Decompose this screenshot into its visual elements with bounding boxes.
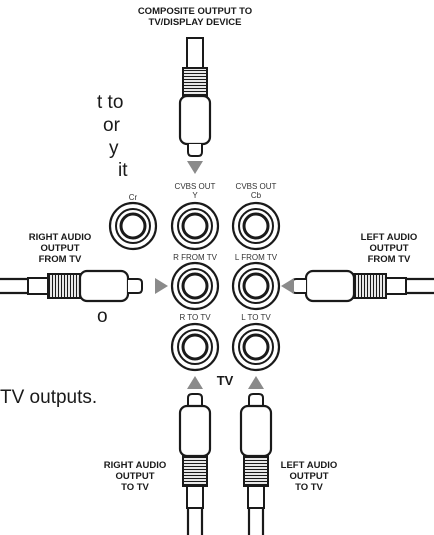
jack-r-to-tv — [170, 322, 220, 372]
plug-left-audio-to-tv — [239, 393, 273, 535]
body-text-line-6: TV outputs. — [0, 387, 98, 408]
jack-label-r-from-tv: R FROM TV — [173, 253, 217, 262]
plug-right-audio-to-tv — [178, 393, 212, 535]
body-text-line-3: y — [109, 138, 119, 159]
jack-l-to-tv — [231, 322, 281, 372]
arrow-up-right-to-tv — [187, 376, 203, 389]
body-text-line-4: it — [118, 160, 128, 181]
jack-label-r-to-tv: R TO TV — [179, 313, 211, 322]
tv-group-label: TV — [216, 373, 234, 388]
body-text-line-1: t to — [97, 92, 124, 113]
jack-cr — [108, 201, 158, 251]
jack-l-from-tv — [231, 261, 281, 311]
body-text-line-5: o — [97, 306, 108, 327]
jack-cvbs-cb — [231, 201, 281, 251]
body-text-line-2: or — [103, 115, 120, 136]
jack-cvbs-y — [170, 201, 220, 251]
arrow-down-composite — [187, 161, 203, 174]
plug-left-audio-from-tv — [291, 269, 434, 303]
jack-label-cr: Cr — [128, 193, 138, 202]
arrow-up-left-to-tv — [248, 376, 264, 389]
jack-r-from-tv — [170, 261, 220, 311]
jack-label-l-to-tv: L TO TV — [241, 313, 271, 322]
arrow-right-from-tv — [155, 278, 168, 294]
composite-plug — [178, 37, 212, 157]
plug-right-audio-from-tv — [0, 269, 143, 303]
jack-label-l-from-tv: L FROM TV — [234, 253, 278, 262]
arrow-left-from-tv — [281, 278, 294, 294]
